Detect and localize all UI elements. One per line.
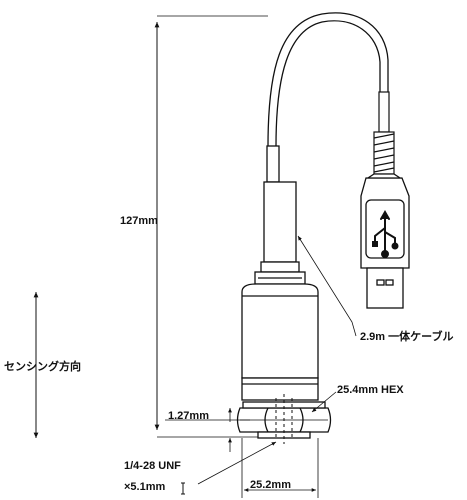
cable-strain-relief bbox=[373, 91, 395, 175]
threaded-stud bbox=[275, 394, 293, 444]
hex-size-label: 25.4mm HEX bbox=[337, 384, 404, 396]
length-dimension bbox=[154, 15, 268, 438]
depth-marker-icon bbox=[181, 482, 185, 495]
cable-leader bbox=[297, 235, 357, 337]
hex-leader bbox=[311, 391, 337, 413]
usb-icon bbox=[372, 209, 399, 258]
sensing-direction-label: センシング方向 bbox=[4, 361, 81, 373]
thread-depth-label: ×5.1mm bbox=[124, 481, 166, 493]
total-length-label: 127mm bbox=[120, 215, 158, 227]
width-dimension bbox=[241, 438, 319, 498]
sensor-stem bbox=[254, 145, 306, 285]
width-label: 25.2mm bbox=[250, 479, 291, 491]
cable bbox=[267, 12, 389, 147]
thread-label: 1/4-28 UNF bbox=[124, 460, 181, 472]
sensor-body bbox=[241, 283, 319, 401]
thread-leader bbox=[197, 441, 277, 485]
cable-label: 2.9m 一体ケーブル bbox=[360, 331, 454, 343]
base-height-label: 1.27mm bbox=[168, 410, 209, 422]
base-height-dimension bbox=[165, 408, 250, 452]
